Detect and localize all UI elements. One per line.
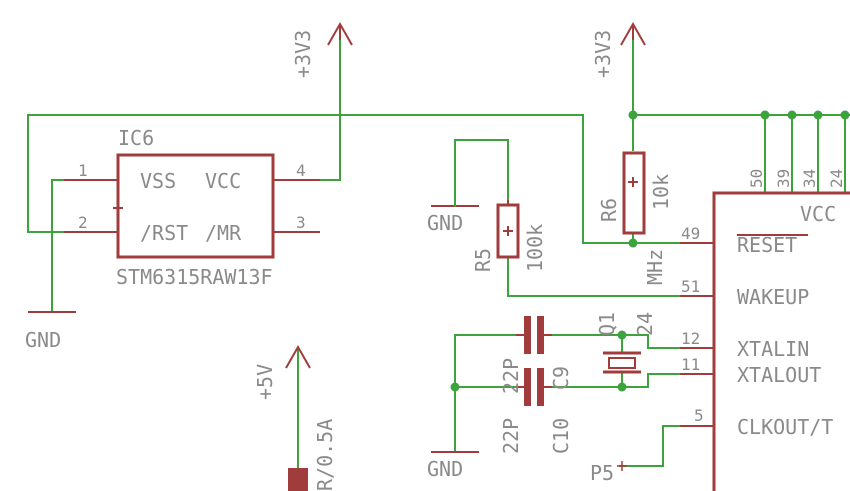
mcu-pin-xtalin: XTALIN (737, 337, 809, 361)
mcu-pin-49-num: 49 (681, 224, 700, 243)
mcu-pin-5-num: 5 (694, 406, 704, 425)
junctions (450, 110, 850, 392)
ic6-pin-rst: /RST (140, 221, 188, 245)
mcu-pin-34-num: 34 (800, 169, 819, 188)
power-3v3-left-icon (327, 21, 353, 46)
resistor-r5-value: 100k (523, 224, 547, 272)
junction-rail-1 (628, 110, 638, 120)
ground-mid-icon (431, 179, 479, 207)
capacitor-c9-ref: C9 (549, 366, 573, 390)
ic6-pin3-num: 3 (296, 213, 306, 232)
junction-xtal-bottom (617, 382, 627, 392)
ground-left-label: GND (25, 328, 61, 352)
mcu-pin-clkout: CLKOUT/T (737, 415, 833, 439)
ground-bottom-label: GND (427, 457, 463, 481)
fuse-resistor-icon (288, 468, 308, 491)
capacitor-c9-icon (516, 316, 552, 354)
resistor-r6-icon (622, 151, 646, 235)
power-5v-label: +5V (253, 364, 277, 400)
ic6-pin4-num: 4 (296, 161, 306, 180)
mcu-pin-xtalout: XTALOUT (737, 363, 821, 387)
capacitor-c10-icon (516, 368, 552, 406)
mcu-symbol (680, 191, 850, 491)
junction-xtal-top (617, 330, 627, 340)
mcu-pin-11-num: 11 (681, 355, 700, 374)
capacitor-c10-value: 22P (499, 418, 523, 454)
mcu-vcc-label: VCC (800, 202, 836, 226)
mcu-pin-wakeup: WAKEUP (737, 285, 809, 309)
resistor-r5-ref: R5 (471, 248, 495, 272)
wires (27, 39, 850, 471)
capacitor-c9-value: 22P (499, 358, 523, 394)
ic6-symbol (64, 153, 320, 259)
power-5v-icon (285, 344, 311, 369)
junction-rail-4 (813, 110, 823, 120)
fuse-resistor-value: R/0.5A (313, 419, 337, 491)
mcu-pin-24-num: 24 (827, 169, 846, 188)
power-3v3-right-icon (620, 21, 646, 46)
mcu-pin-12-num: 12 (681, 329, 700, 348)
junction-rail-2 (760, 110, 770, 120)
junction-reset (628, 238, 638, 248)
resistor-r5-icon (496, 200, 520, 259)
mcu-pin-50-num: 50 (747, 169, 766, 188)
mcu-pin-51-num: 51 (681, 277, 700, 296)
mcu-pin-reset: RESET (737, 233, 797, 257)
mcu-pin-39-num: 39 (774, 169, 793, 188)
ic6-ref: IC6 (118, 126, 154, 150)
ic6-pin-vcc: VCC (205, 169, 241, 193)
ic6-pin-vss: VSS (140, 169, 176, 193)
resistor-r6-ref: R6 (597, 198, 621, 222)
power-3v3-left-label: +3V3 (291, 30, 315, 78)
crystal-freq-unit: MHz (643, 249, 667, 285)
power-3v3-right-label: +3V3 (591, 30, 615, 78)
port-p5-marker-icon (617, 461, 627, 471)
crystal-q1-value: 24 (633, 312, 657, 336)
crystal-q1-icon (603, 351, 641, 374)
junction-cap-gnd (450, 382, 460, 392)
ic6-pin2-num: 2 (78, 213, 88, 232)
capacitor-c10-ref: C10 (549, 418, 573, 454)
ic6-pin1-num: 1 (78, 161, 88, 180)
ground-mid-label: GND (427, 211, 463, 235)
ic6-value: STM6315RAW13F (116, 265, 273, 289)
resistor-r6-value: 10k (649, 174, 673, 210)
junction-rail-3 (787, 110, 797, 120)
ic6-pin-mr: /MR (205, 221, 242, 245)
crystal-q1-ref: Q1 (595, 312, 619, 336)
junction-rail-5 (840, 110, 850, 120)
port-p5-label: P5 (590, 461, 614, 485)
